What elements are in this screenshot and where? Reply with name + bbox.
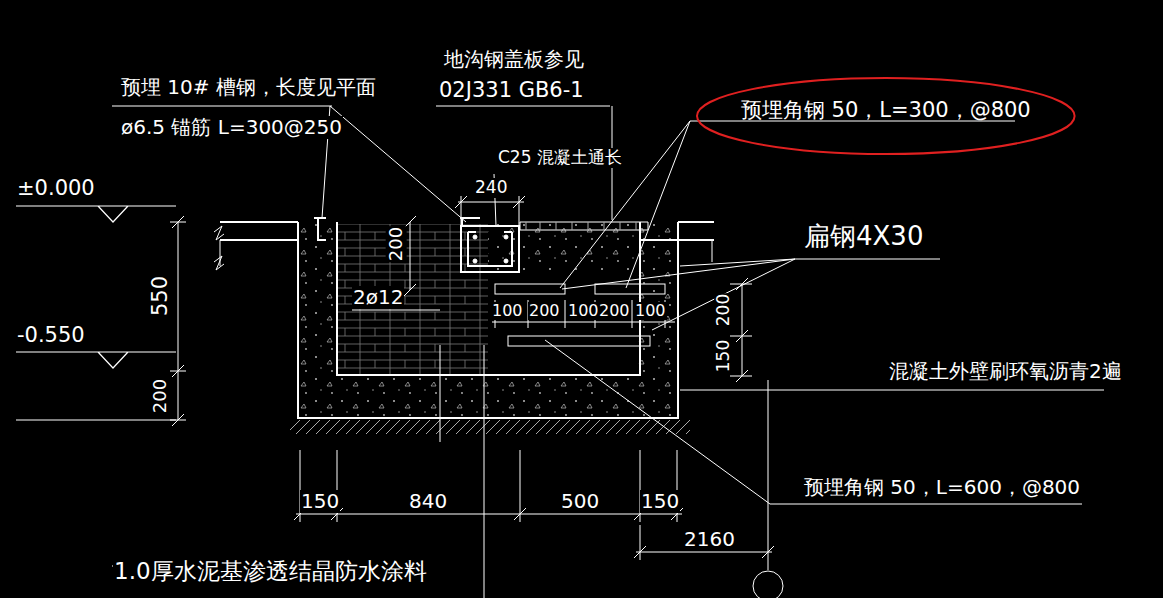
drawing-label: 500 xyxy=(560,490,600,513)
drawing-label: 扁钢4X30 xyxy=(803,222,924,252)
drawing-label: 150 xyxy=(714,339,734,373)
drawing-label: -0.550 xyxy=(16,323,86,347)
drawing-label: ±0.000 xyxy=(16,176,96,200)
drawing-label: 200 xyxy=(714,293,734,327)
drawing-label: 地沟钢盖板参见 xyxy=(443,48,585,71)
drawing-label: 150 xyxy=(300,490,340,513)
drawing-label: 150 xyxy=(640,490,680,513)
highlight-ellipse: 预埋角钢 50，L=300，@800 xyxy=(695,76,1077,156)
drawing-label: 100 xyxy=(634,302,667,320)
drawing-label: ø6.5 锚筋 L=300@250 xyxy=(120,116,343,139)
drawing-label: 200 xyxy=(386,226,407,262)
drawing-label: 240 xyxy=(474,178,508,198)
drawing-label: 550 xyxy=(148,275,172,317)
drawing-label: 200 xyxy=(150,378,171,414)
drawing-label: 100 xyxy=(491,302,524,320)
drawing-label: 2160 xyxy=(683,528,736,551)
drawing-label: C25 混凝土通长 xyxy=(497,148,623,168)
drawing-label: 混凝土外壁刷环氧沥青2遍 xyxy=(888,360,1123,383)
drawing-label: 预埋 10# 槽钢，长度见平面 xyxy=(120,76,377,99)
drawing-label: 2ø12 xyxy=(352,286,404,309)
drawing-label: 预埋角钢 50，L=600，@800 xyxy=(803,476,1081,499)
drawing-label: 100 xyxy=(567,302,600,320)
drawing-label: 1.0厚水泥基渗透结晶防水涂料 xyxy=(113,558,428,584)
drawing-label: 840 xyxy=(408,490,448,513)
node-text: 预埋角钢 50，L=300，@800 xyxy=(695,96,1077,124)
drawing-label: 200 xyxy=(598,302,631,320)
drawing-label: 02J331 GB6-1 xyxy=(438,78,585,102)
drawing-label: 200 xyxy=(528,302,561,320)
